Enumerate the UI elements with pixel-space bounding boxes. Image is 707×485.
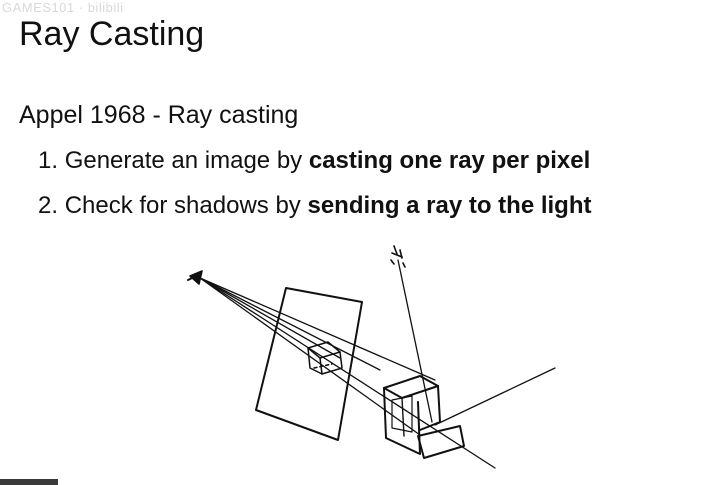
step-bold-text: casting one ray per pixel [308,147,591,174]
shadow-ray [397,259,433,423]
light-source-icon [390,245,406,268]
step-text: Generate an image by [64,147,309,174]
slide-subtitle: Appel 1968 - Ray casting [19,101,299,129]
image-plane [255,287,363,441]
corner-tab [0,479,58,485]
watermark: GAMES101 · bilibili [2,0,124,15]
scene-box [383,375,465,459]
eye-icon [187,270,203,285]
step-bold-text: sending a ray to the light [307,192,592,219]
projected-box [307,341,343,375]
ray-casting-illustration [187,245,556,469]
steps-list: 1. Generate an image by casting one ray … [38,142,592,232]
step-text: Check for shadows by [64,192,308,219]
step-number: 2. [38,192,59,219]
reflected-ray [434,367,556,426]
view-rays [199,277,496,469]
slide-title: Ray Casting [19,15,205,53]
step-number: 1. [38,147,59,174]
step-item-2: 2. Check for shadows by sending a ray to… [38,187,592,232]
step-item-1: 1. Generate an image by casting one ray … [38,142,592,187]
